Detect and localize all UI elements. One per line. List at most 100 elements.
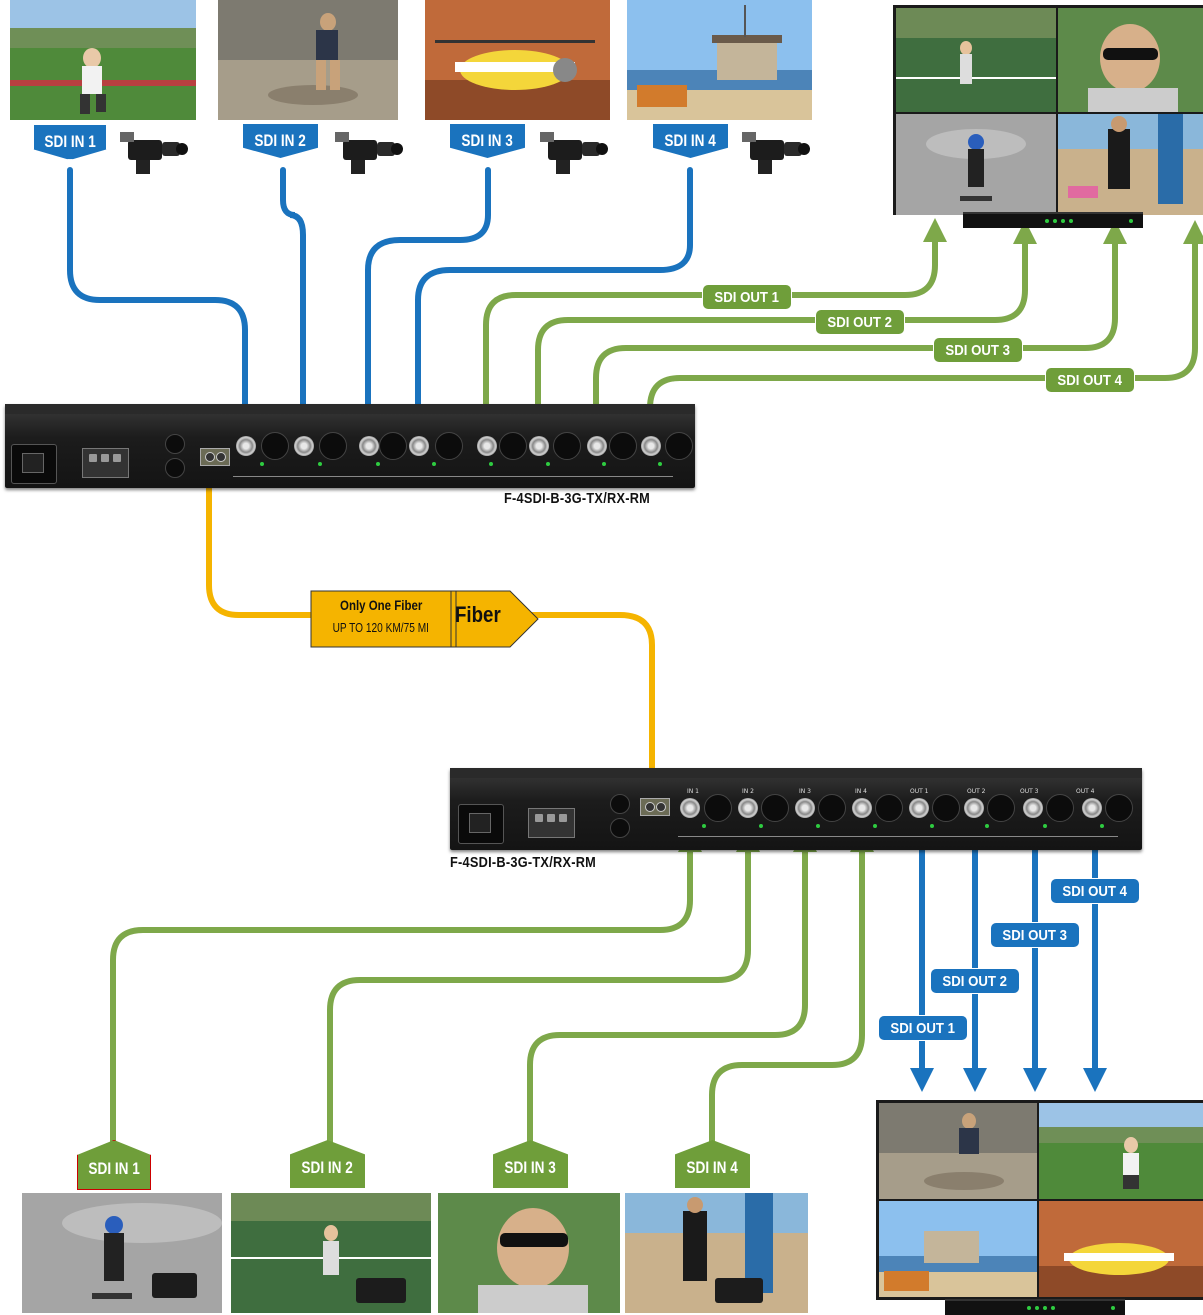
lock-led [376,462,380,466]
pill-bottom-out-3: SDI OUT 3 [990,922,1080,948]
port-label-in-3: IN 3 [799,788,811,795]
monitor-tile-runner [1039,1103,1203,1199]
lock-led [1100,824,1104,828]
tag-top-in-1-text: SDI IN 1 [44,132,96,151]
ground-post [165,434,185,454]
bnc-port-out-3 [587,436,607,456]
port-blank [609,432,637,460]
lock-led [260,462,264,466]
cable-top-in-4 [406,167,693,432]
tag-bottom-in-3-text: SDI IN 3 [504,1158,557,1177]
cable-top-out-2 [535,220,1037,443]
pill-top-out-2: SDI OUT 2 [815,309,905,335]
fiber-title: Fiber [455,602,515,628]
port-blank [704,794,732,822]
bnc-port-in-4 [409,436,429,456]
lock-led [489,462,493,466]
fiber-sfp-port [200,448,230,466]
bnc-port-out-4 [641,436,661,456]
pill-top-out-1: SDI OUT 1 [702,284,792,310]
camera-icon [742,132,810,174]
ground-post [610,794,630,814]
lock-led [873,824,877,828]
cable-top-in-2 [280,167,315,432]
photo-bottom-in-4 [625,1193,808,1313]
model-label-top: F-4SDI-B-3G-TX/RX-RM [504,490,651,507]
port-label-out-3: OUT 3 [1020,788,1039,795]
pill-top-out-4: SDI OUT 4 [1045,367,1135,393]
camera-icon [335,132,403,174]
tag-top-in-4-text: SDI IN 4 [664,131,717,150]
tag-top-in-3-text: SDI IN 3 [461,131,514,150]
cable-bottom-in-1 [110,828,702,1153]
monitor-top [893,5,1203,215]
bnc-port-in-3 [795,798,815,818]
lock-led [602,462,606,466]
lock-led [759,824,763,828]
lock-led [702,824,706,828]
photo-top-in-1 [10,0,196,120]
lock-led [432,462,436,466]
photo-bottom-in-2 [231,1193,431,1313]
pill-bottom-out-4: SDI OUT 4 [1050,878,1140,904]
cable-top-in-3 [356,167,491,432]
photo-top-in-2 [218,0,398,120]
lock-led [930,824,934,828]
ground-post [610,818,630,838]
port-blank [987,794,1015,822]
bnc-port-out-1 [477,436,497,456]
cable-top-out-3 [593,220,1127,443]
lock-led [546,462,550,466]
model-label-bottom: F-4SDI-B-3G-TX/RX-RM [450,854,597,871]
port-blank [435,432,463,460]
monitor-tile-beach [1058,114,1203,215]
photo-top-in-4 [627,0,812,120]
bnc-port-out-3 [1023,798,1043,818]
rack-unit-top [5,404,695,488]
port-blank [932,794,960,822]
cable-bottom-in-3 [527,828,817,1153]
pill-top-out-2-text: SDI OUT 2 [827,313,893,331]
bnc-port-in-4 [852,798,872,818]
port-label-in-4: IN 4 [855,788,867,795]
port-blank [379,432,407,460]
port-blank [665,432,693,460]
port-bracket-line [233,476,673,477]
cable-top-out-4 [647,220,1203,443]
monitor-top-stand [963,212,1143,228]
monitor-bottom-stand [945,1299,1125,1315]
pill-bottom-out-4-text: SDI OUT 4 [1062,882,1128,900]
monitor-bottom [876,1100,1203,1300]
dc-terminal-block [528,808,575,838]
port-label-out-1: OUT 1 [910,788,929,795]
lock-led [985,824,989,828]
pill-top-out-4-text: SDI OUT 4 [1057,371,1123,389]
pill-bottom-out-2-text: SDI OUT 2 [942,972,1008,990]
lock-led [816,824,820,828]
ground-post [165,458,185,478]
port-blank [1105,794,1133,822]
cable-top-in-1 [67,167,257,432]
monitor-tile-skimboard [879,1103,1037,1199]
port-blank [261,432,289,460]
port-label-out-2: OUT 2 [967,788,986,795]
pill-bottom-out-1: SDI OUT 1 [878,1015,968,1041]
bnc-port-in-1 [236,436,256,456]
camera-icon [540,132,608,174]
rack-unit-bottom: IN 1 IN 2 IN 3 IN 4 OUT 1 OUT 2 OUT 3 OU… [450,768,1142,850]
photo-top-in-3 [425,0,610,120]
port-label-in-2: IN 2 [742,788,754,795]
lock-led [658,462,662,466]
port-blank [553,432,581,460]
camera-icon [120,132,188,174]
pill-bottom-out-3-text: SDI OUT 3 [1002,926,1068,944]
fiber-caption-line1: Only One Fiber [312,597,450,613]
lock-led [318,462,322,466]
pill-bottom-out-2: SDI OUT 2 [930,968,1020,994]
fiber-sfp-port [640,798,670,816]
power-inlet [458,804,504,844]
tag-bottom-in-4-text: SDI IN 4 [686,1158,739,1177]
power-inlet [11,444,57,484]
monitor-tile-sunglasses [1058,8,1203,112]
bnc-port-out-4 [1082,798,1102,818]
